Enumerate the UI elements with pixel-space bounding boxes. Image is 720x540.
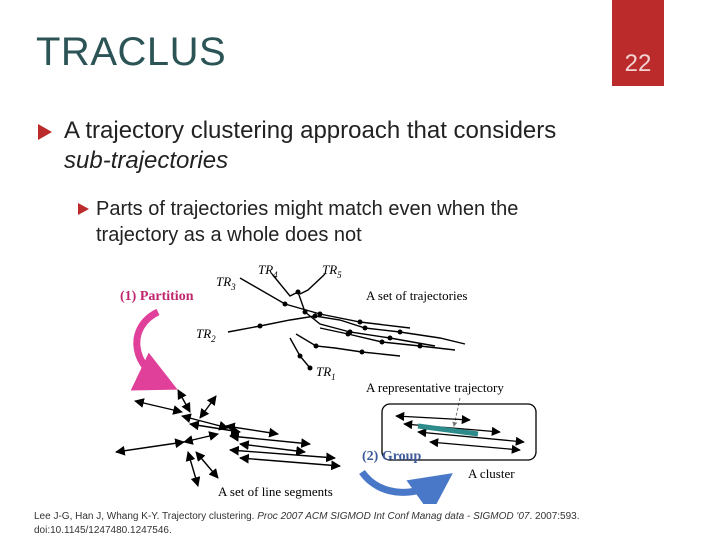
page-number-box: 22 bbox=[612, 0, 664, 86]
tr5-label: TR5 bbox=[322, 262, 342, 280]
bullet-2-line-1: Parts of trajectories might match even w… bbox=[96, 198, 519, 220]
page-number: 22 bbox=[624, 50, 652, 77]
citation-year: . 2007:593. bbox=[529, 511, 580, 522]
a-cluster-label: A cluster bbox=[468, 466, 515, 481]
cluster-box bbox=[381, 403, 537, 461]
tr3-label: TR3 bbox=[216, 274, 236, 292]
line-segments bbox=[115, 389, 341, 487]
citation-authors: Lee J-G, Han J, Whang K-Y. Trajectory cl… bbox=[34, 511, 258, 522]
trajectory-points bbox=[257, 289, 423, 371]
representative-segment bbox=[417, 423, 479, 437]
cluster-segments bbox=[395, 411, 525, 454]
group-arrow-icon bbox=[359, 469, 453, 504]
partition-label: (1) Partition bbox=[120, 289, 194, 304]
citation-journal: Proc 2007 ACM SIGMOD Int Conf Manag data… bbox=[257, 511, 530, 522]
partition-arrow-icon bbox=[130, 308, 178, 391]
bullet-1-text: A trajectory clustering approach that co… bbox=[64, 117, 557, 144]
tr2-label: TR2 bbox=[196, 326, 216, 344]
bullet-level-2: Parts of trajectories might match even w… bbox=[78, 196, 638, 248]
group-label: (2) Group bbox=[362, 449, 421, 464]
bullet-2-line-2: trajectory as a whole does not bbox=[96, 224, 362, 246]
tr1-label: TR1 bbox=[316, 364, 336, 382]
citation: Lee J-G, Han J, Whang K-Y. Trajectory cl… bbox=[34, 510, 704, 538]
bullet-level-1: A trajectory clustering approach that co… bbox=[38, 116, 678, 176]
tr4-label: TR4 bbox=[258, 262, 278, 280]
set-of-trajectories-label: A set of trajectories bbox=[366, 288, 467, 303]
bullet-1-italic-text: sub-trajectories bbox=[64, 147, 229, 174]
representative-trajectory-label: A representative trajectory bbox=[366, 380, 504, 395]
citation-doi: doi:10.1145/1247480.1247546. bbox=[34, 525, 172, 536]
traclus-diagram: (1) Partition TR3 TR4 TR5 TR2 TR1 A set … bbox=[115, 262, 537, 504]
slide-title: TRACLUS bbox=[36, 30, 227, 74]
bullet-triangle-icon bbox=[38, 124, 52, 140]
set-of-line-segments-label: A set of line segments bbox=[218, 484, 333, 499]
sub-bullet-triangle-icon bbox=[78, 203, 89, 215]
